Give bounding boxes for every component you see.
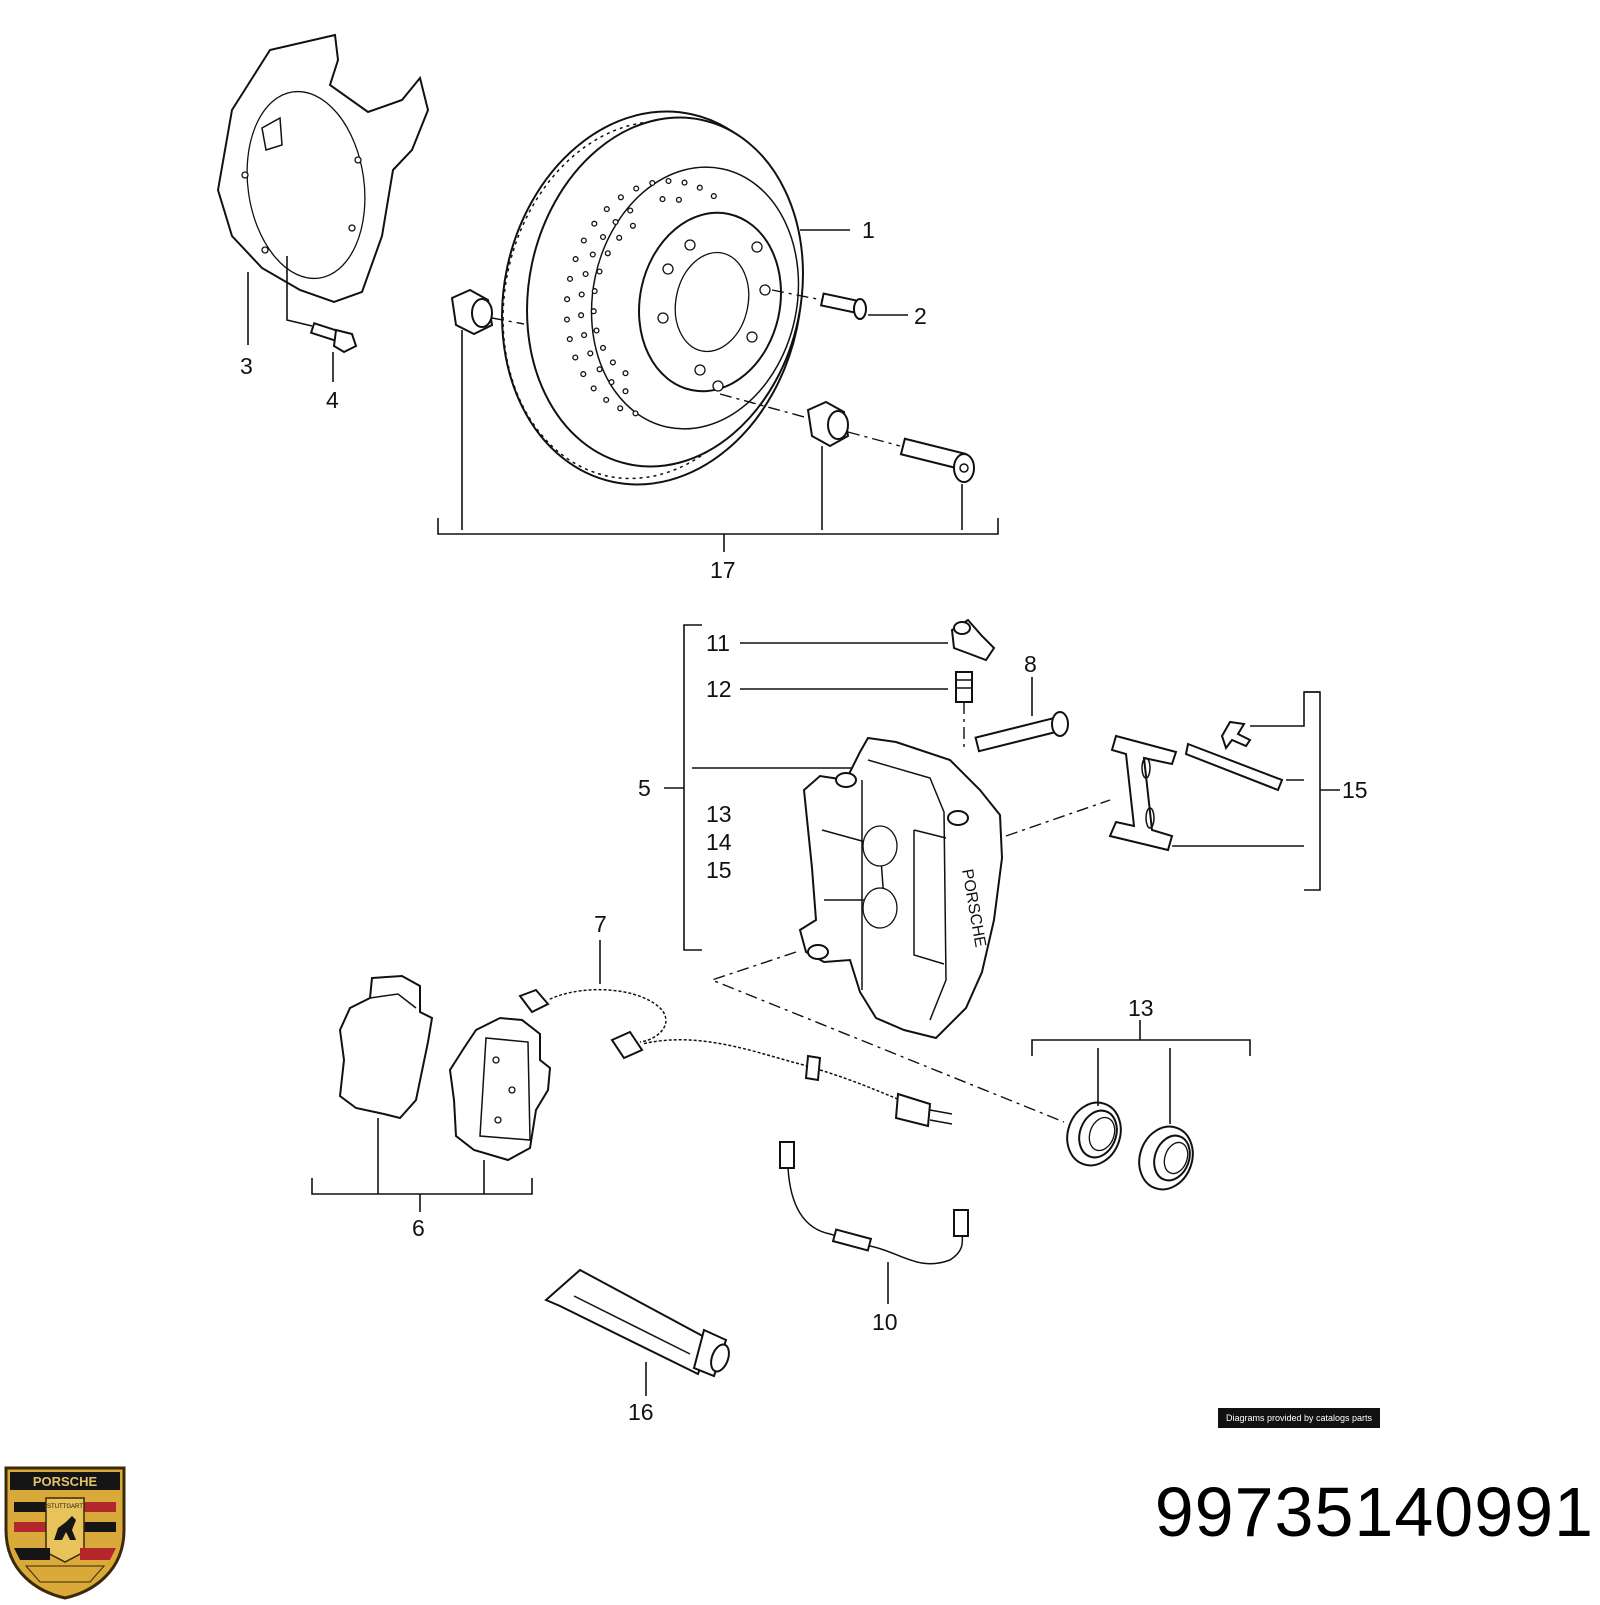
disc-drill-hole [590,308,597,315]
disc-drill-hole [578,312,585,319]
callout-4: 4 [326,387,339,413]
callout-6: 6 [412,1215,425,1241]
disc-drill-hole [617,194,624,201]
brake-pad-outer-drawing [338,974,434,1120]
disc-drill-hole [665,177,672,185]
disc-drill-hole [608,379,615,386]
disc-drill-hole [627,207,634,214]
disc-drill-hole [591,288,598,295]
brake-pad-inner-drawing [448,1016,552,1162]
disc-drill-hole [603,206,610,213]
disc-bushing-left-drawing [450,288,494,336]
disc-drill-hole [589,251,596,258]
disc-bushing-right-drawing [806,400,850,448]
disc-drill-hole [612,218,619,226]
disc-drill-hole [563,316,571,323]
disc-drill-hole [593,327,600,334]
disc-long-bolt-drawing [899,437,975,483]
diagram-credit: Diagrams provided by catalogs parts [1218,1408,1380,1428]
wear-sensor-drawing [518,987,953,1128]
callout-8: 8 [1024,651,1037,677]
disc-drill-hole [659,196,666,203]
callout-13-group: 13 [706,801,732,827]
shield-bolt-drawing [309,321,358,354]
disc-drill-hole [596,268,603,275]
porsche-crest-icon: PORSCHE STUTTGART [4,1466,126,1600]
disc-drill-hole [581,332,588,339]
retaining-pin-drawing [1184,720,1284,792]
piston-seal-small-drawing [1138,1125,1194,1191]
disc-drill-hole [633,185,640,192]
disc-drill-hole [572,354,579,361]
bleeder-cap-drawing [950,618,996,662]
disc-drill-hole [599,344,607,351]
part-number: 99735140991 [1154,1473,1594,1551]
disc-cross-drillings [563,177,717,417]
caliper-pin-bolt-drawing [974,711,1069,753]
callout-13: 13 [1128,995,1154,1021]
disc-drill-hole [649,179,656,187]
disc-drill-hole [591,220,598,227]
disc-drill-hole [604,250,611,257]
brake-shield-drawing [216,33,430,304]
callout-5: 5 [638,775,651,801]
disc-drill-hole [616,234,623,241]
callout-15: 15 [1342,777,1368,803]
disc-drill-hole [582,270,589,278]
disc-screw-drawing [819,292,867,320]
callout-12: 12 [706,676,732,702]
disc-drill-hole [578,291,585,298]
disc-drill-hole [590,385,597,392]
disc-drill-hole [564,296,571,303]
disc-drill-hole [572,256,579,263]
callout-14: 14 [706,829,732,855]
disc-drill-hole [629,222,636,229]
crest-mid-text: STUTTGART [47,1504,83,1510]
brake-caliper-drawing: PORSCHE [798,736,1004,1040]
brake-hose-drawing [779,1141,969,1265]
callout-17: 17 [710,557,736,583]
disc-drill-hole [587,350,594,357]
callout-11: 11 [706,630,730,656]
disc-drill-hole [609,359,616,366]
callout-15-group: 15 [706,857,732,883]
pad-spring-plate-drawing [1108,734,1178,852]
callout-7: 7 [594,911,607,937]
disc-drill-hole [696,184,703,191]
crest-top-text: PORSCHE [33,1474,98,1489]
disc-drill-hole [566,275,574,282]
brake-disc-drawing [501,110,804,486]
callout-16: 16 [628,1399,654,1425]
piston-seal-large-drawing [1066,1101,1122,1167]
callout-10: 10 [872,1309,898,1335]
disc-drill-hole [596,366,603,373]
disc-drill-hole [580,237,587,244]
disc-drill-hole [617,405,624,412]
disc-drill-hole [603,396,610,403]
disc-drill-hole [622,388,629,395]
disc-drill-hole [681,179,688,186]
disc-drill-hole [599,233,607,241]
bleed-valve-drawing [955,671,973,703]
disc-drill-hole [580,371,587,378]
disc-drill-hole [566,336,573,343]
disc-drill-hole [675,196,682,203]
disc-drill-hole [622,370,629,377]
disc-drill-hole [632,410,639,417]
callout-1: 1 [862,217,875,243]
disc-drill-hole [710,193,717,200]
callout-3: 3 [240,353,253,379]
callout-2: 2 [914,303,927,329]
grease-tube-drawing [544,1268,730,1378]
